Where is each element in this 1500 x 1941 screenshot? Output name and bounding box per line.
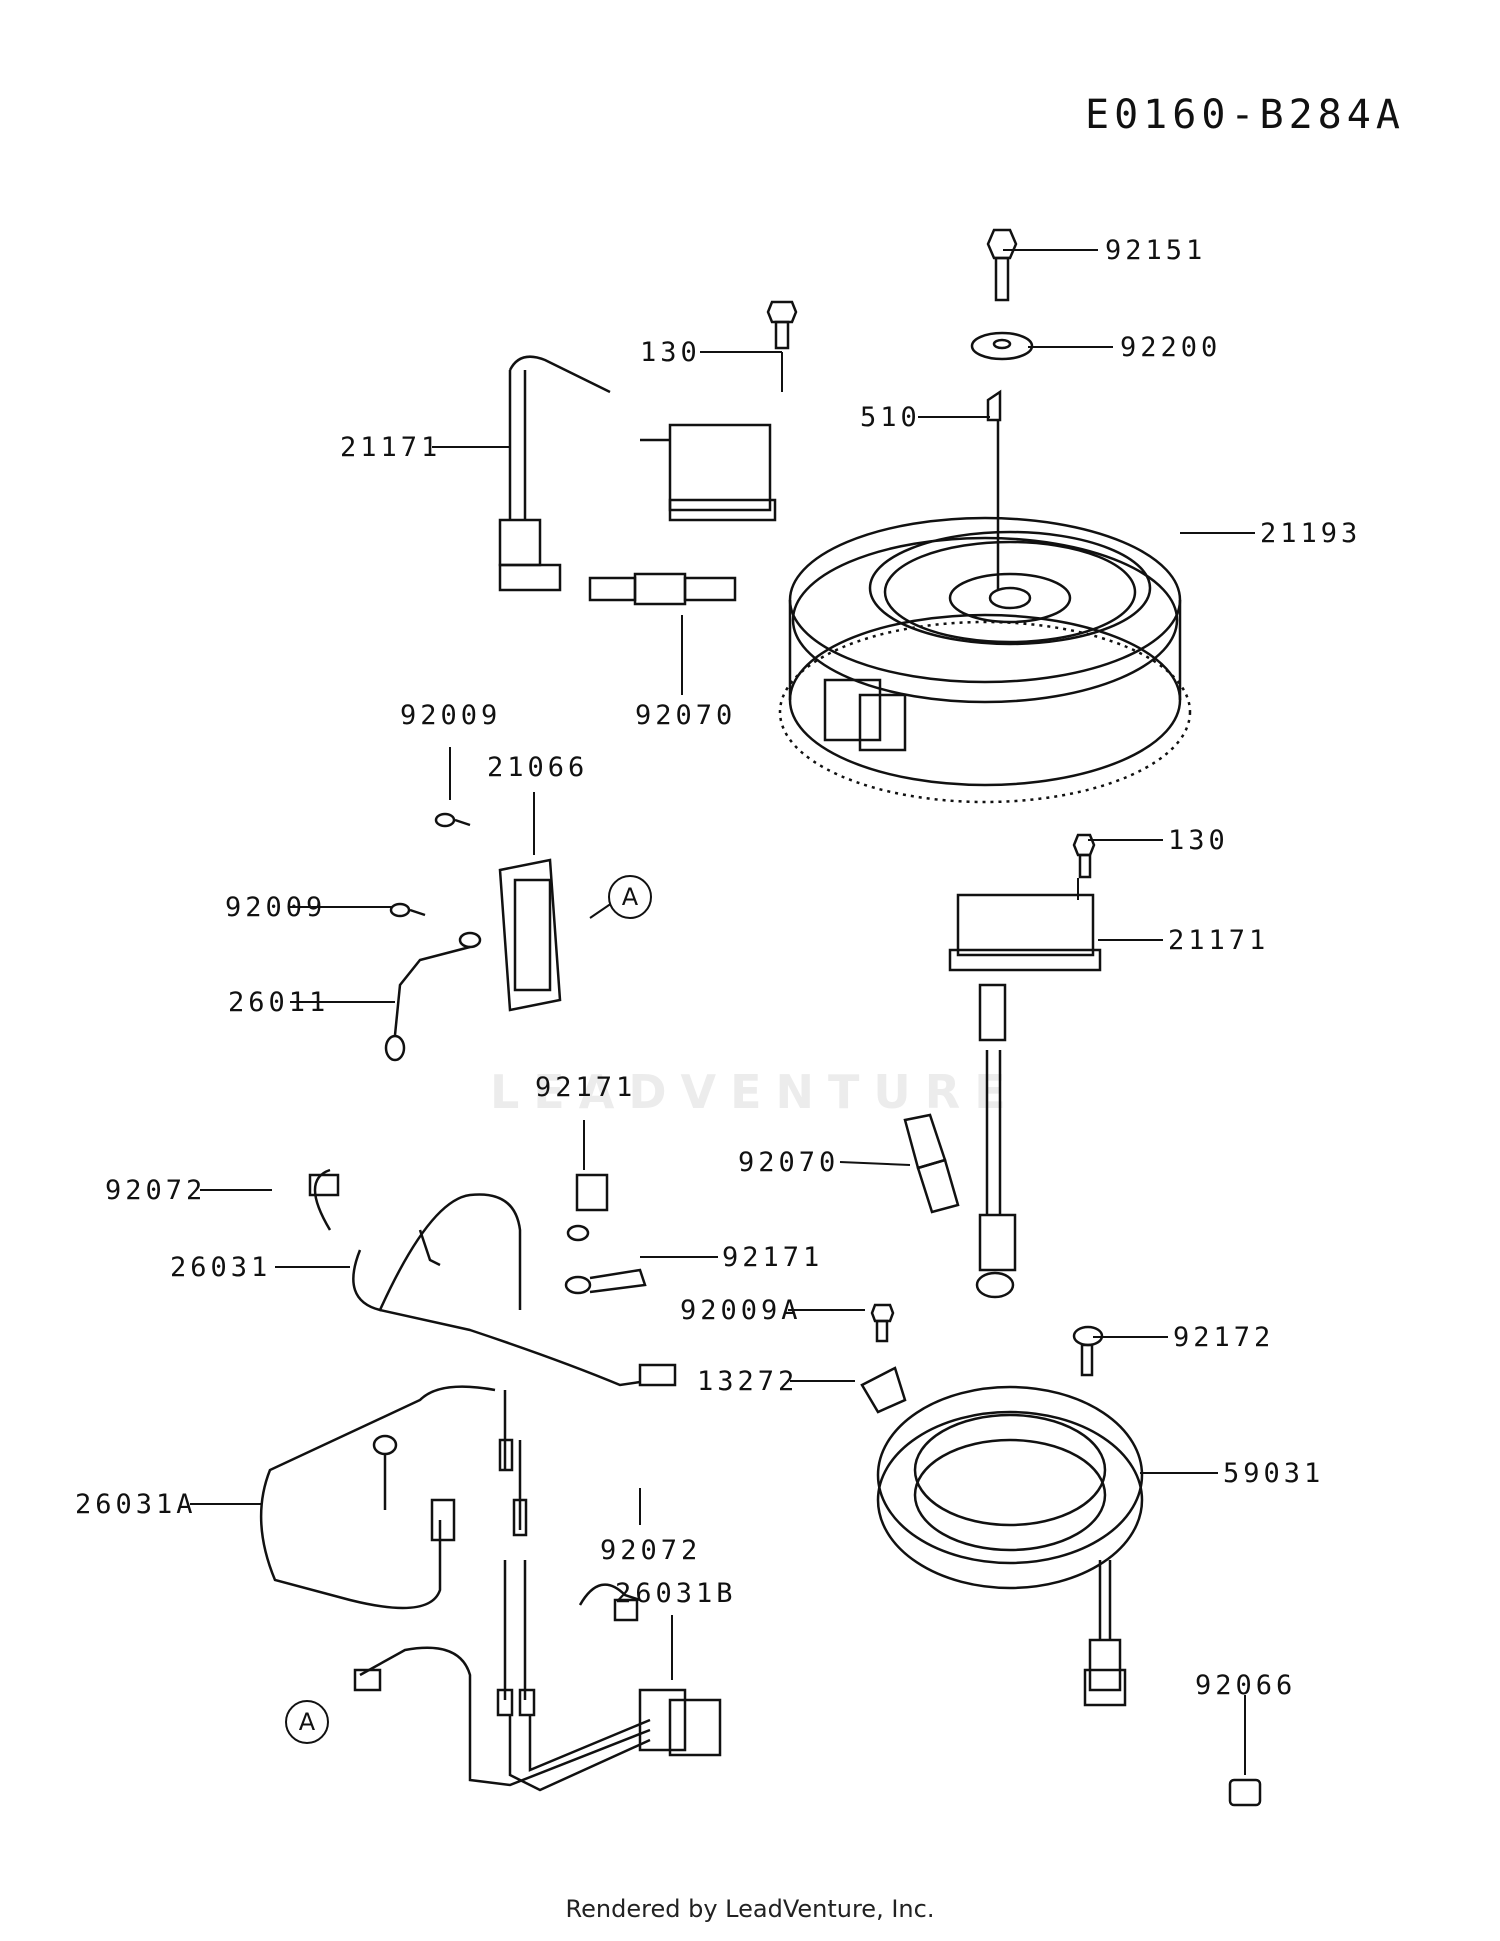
- label-26011: 26011: [228, 987, 330, 1018]
- harness-26031: [308, 1168, 677, 1387]
- diagram-code: E0160-B284A: [1085, 92, 1405, 138]
- label-130-right: 130: [1168, 825, 1229, 856]
- leader-lines: [190, 249, 1255, 1775]
- label-59031: 59031: [1223, 1458, 1325, 1489]
- label-92151: 92151: [1105, 235, 1207, 266]
- footer-credit: Rendered by LeadVenture, Inc.: [565, 1895, 935, 1923]
- clip-92171: [564, 1173, 647, 1295]
- harness-26031B: [353, 1560, 722, 1792]
- plate-13272: [860, 1366, 907, 1414]
- ignition-coil-top: [498, 355, 777, 606]
- label-92009-top: 92009: [400, 700, 502, 731]
- label-21193: 21193: [1260, 518, 1362, 549]
- harness-26031A: [259, 1385, 528, 1610]
- label-92200: 92200: [1120, 332, 1222, 363]
- callout-a-harness: A: [285, 1700, 329, 1744]
- bolt-92151: [986, 228, 1018, 302]
- label-26031A: 26031A: [75, 1489, 197, 1520]
- label-92070-top: 92070: [635, 700, 737, 731]
- label-92171-top: 92171: [535, 1072, 637, 1103]
- watermark: LEADVENTURE: [490, 1065, 1020, 1119]
- regulator-21066: [384, 812, 562, 1062]
- label-92072-left: 92072: [105, 1175, 207, 1206]
- nut-92066: [1228, 1778, 1262, 1807]
- label-92009A: 92009A: [680, 1295, 802, 1326]
- label-21066: 21066: [487, 752, 589, 783]
- stator-59031: [876, 1385, 1144, 1707]
- label-13272: 13272: [697, 1366, 799, 1397]
- label-26031: 26031: [170, 1252, 272, 1283]
- label-510: 510: [860, 402, 921, 433]
- label-92070-right: 92070: [738, 1147, 840, 1178]
- spark-plug-right: [903, 1113, 960, 1214]
- label-92066: 92066: [1195, 1670, 1297, 1701]
- washer-92200: [970, 331, 1034, 361]
- screw-92009A: [870, 1303, 895, 1343]
- label-92172: 92172: [1173, 1322, 1275, 1353]
- label-21171-right: 21171: [1168, 925, 1270, 956]
- label-92171-right: 92171: [722, 1242, 824, 1273]
- bolt-92172: [1072, 1325, 1104, 1377]
- label-26031B: 26031B: [615, 1578, 737, 1609]
- label-92009-mid: 92009: [225, 892, 327, 923]
- flywheel-21193: [778, 516, 1192, 804]
- ignition-coil-right: [948, 833, 1102, 1299]
- label-92072-bottom: 92072: [600, 1535, 702, 1566]
- label-21171-top: 21171: [340, 432, 442, 463]
- callout-a-regulator: A: [608, 875, 652, 919]
- key-510: [986, 389, 1002, 422]
- bolt-130-top: [766, 300, 798, 350]
- label-130-top: 130: [640, 337, 701, 368]
